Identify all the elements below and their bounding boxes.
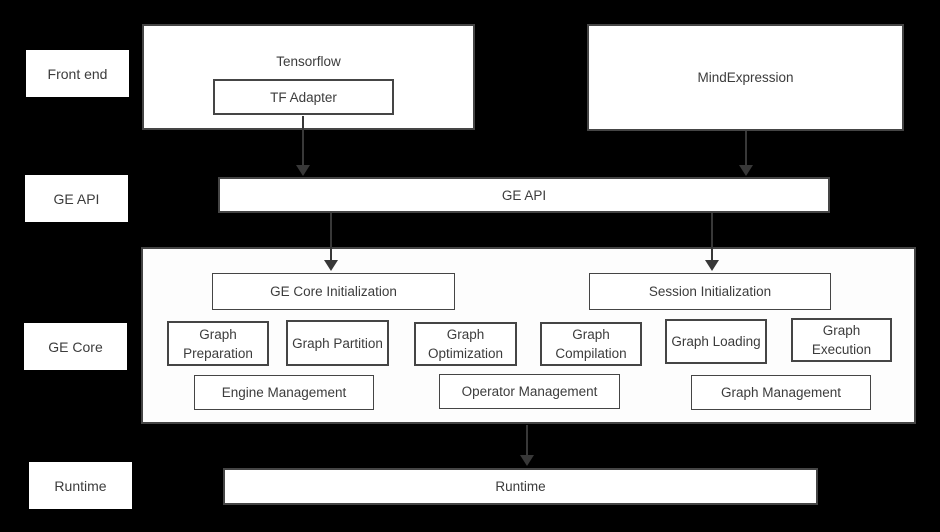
ge-core-initialization-box: GE Core Initialization xyxy=(212,273,455,310)
row-label-ge-core: GE Core xyxy=(24,323,127,370)
arrow-head xyxy=(739,165,753,176)
graph-partition-label: Graph Partition xyxy=(292,335,383,351)
graph-preparation-box: Graph Preparation xyxy=(167,321,269,366)
graph-compilation-label: Graph Compilation xyxy=(555,327,627,361)
operator-management-label: Operator Management xyxy=(461,384,598,399)
arrow-shaft xyxy=(526,425,528,457)
tensorflow-title: Tensorflow xyxy=(276,54,341,69)
row-label-text: Runtime xyxy=(54,477,107,494)
graph-partition-box: Graph Partition xyxy=(286,320,389,366)
mindexpression-box: MindExpression xyxy=(587,24,904,131)
ge-api-bar-label: GE API xyxy=(501,187,547,203)
arrow-shaft xyxy=(745,131,747,167)
graph-compilation-box: Graph Compilation xyxy=(540,322,642,366)
graph-management-label: Graph Management xyxy=(720,385,842,400)
arrow-ge-api-to-session-initialization xyxy=(705,213,719,271)
row-label-text: GE Core xyxy=(48,338,103,355)
arrow-head xyxy=(705,260,719,271)
ge-api-bar: GE API xyxy=(218,177,830,213)
operator-management-box: Operator Management xyxy=(439,374,620,409)
arrow-head xyxy=(520,455,534,466)
row-label-text: Front end xyxy=(47,65,108,82)
arrow-shaft xyxy=(302,116,304,167)
graph-preparation-label: Graph Preparation xyxy=(183,326,253,361)
engine-management-label: Engine Management xyxy=(221,385,347,400)
arrow-mindexpression-to-ge-api xyxy=(739,131,753,176)
runtime-bar: Runtime xyxy=(223,468,818,505)
arrow-head xyxy=(324,260,338,271)
row-label-runtime: Runtime xyxy=(29,462,132,509)
arrow-head xyxy=(296,165,310,176)
arrow-tensorflow-to-ge-api xyxy=(296,116,310,176)
row-label-text: GE API xyxy=(53,190,100,207)
row-label-ge-api: GE API xyxy=(25,175,128,222)
mindexpression-label: MindExpression xyxy=(697,70,794,85)
arrow-shaft xyxy=(711,213,713,262)
engine-management-box: Engine Management xyxy=(194,375,374,410)
graph-optimization-box: Graph Optimization xyxy=(414,322,517,366)
graph-execution-box: Graph Execution xyxy=(791,318,892,362)
ge-core-panel: GE Core Initialization Session Initializ… xyxy=(141,247,916,424)
graph-loading-box: Graph Loading xyxy=(665,319,767,364)
arrow-shaft xyxy=(330,213,332,262)
tf-adapter-label: TF Adapter xyxy=(270,89,337,105)
row-label-front-end: Front end xyxy=(26,50,129,97)
ge-core-initialization-label: GE Core Initialization xyxy=(270,284,397,299)
tf-adapter-box: TF Adapter xyxy=(213,79,394,115)
session-initialization-label: Session Initialization xyxy=(648,284,772,299)
arrow-ge-api-to-ge-core-initialization xyxy=(324,213,338,271)
arrow-ge-core-to-runtime xyxy=(520,425,534,466)
runtime-bar-label: Runtime xyxy=(495,479,546,494)
graph-management-box: Graph Management xyxy=(691,375,871,410)
tensorflow-box: Tensorflow TF Adapter xyxy=(142,24,475,130)
session-initialization-box: Session Initialization xyxy=(589,273,831,310)
graph-optimization-label: Graph Optimization xyxy=(427,327,504,361)
graph-execution-label: Graph Execution xyxy=(811,323,872,357)
graph-loading-label: Graph Loading xyxy=(671,334,761,349)
